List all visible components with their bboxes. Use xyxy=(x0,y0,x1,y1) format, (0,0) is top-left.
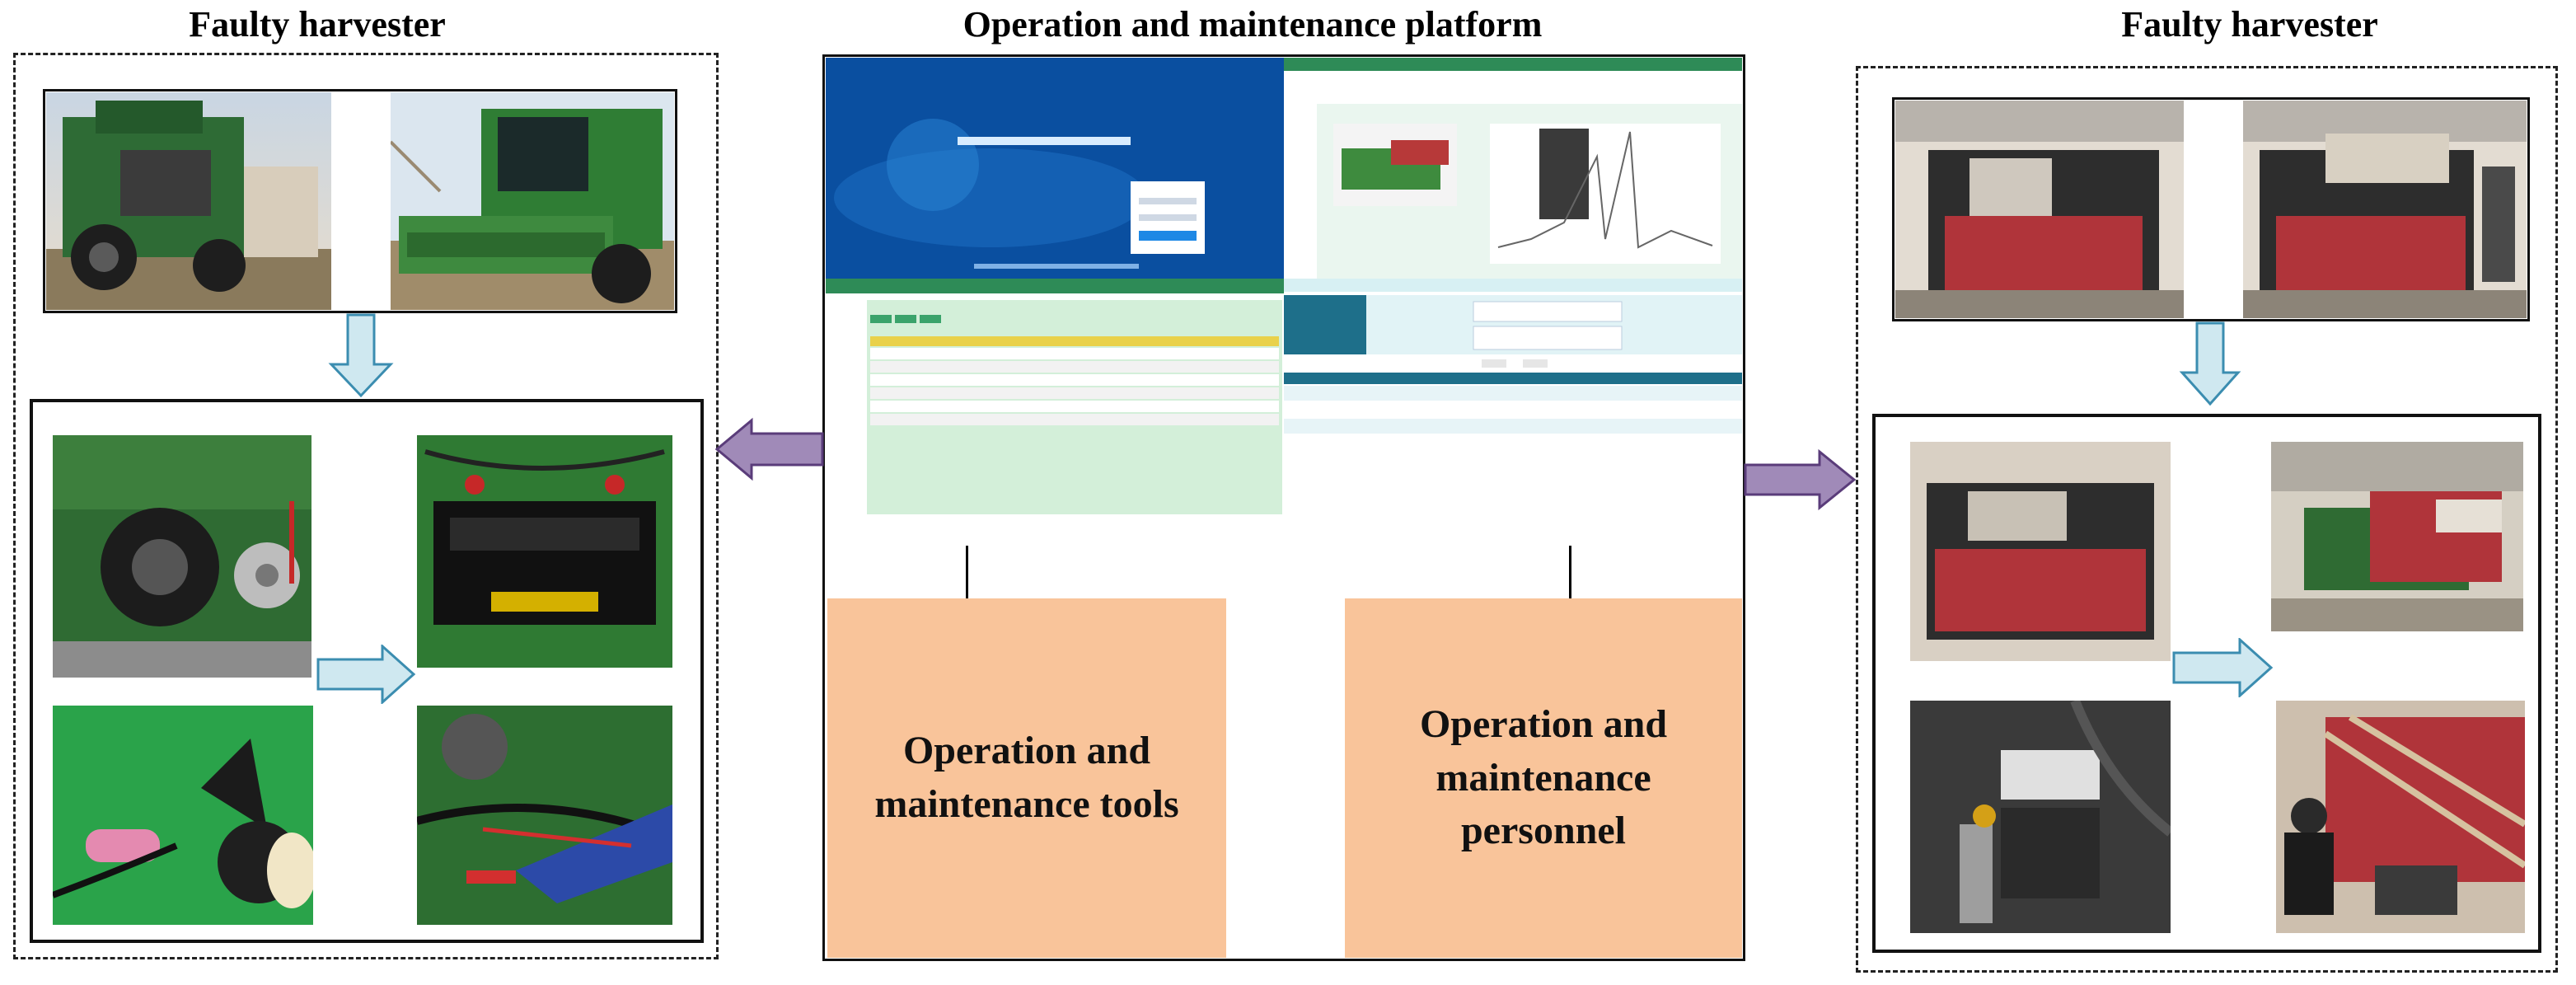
horn-photo xyxy=(53,706,313,925)
multimeter-test-photo xyxy=(417,706,672,925)
platform-login-screen xyxy=(826,58,1284,279)
red-harvester-closeup-photo xyxy=(1910,442,2171,661)
platform-chart-screen xyxy=(1284,58,1742,279)
right-title: Faulty harvester xyxy=(2121,4,2378,45)
left-down-arrow xyxy=(328,313,394,398)
battery-photo xyxy=(417,435,672,668)
personnel-box: Operation and maintenance personnel xyxy=(1345,598,1742,958)
platform-to-right-arrow xyxy=(1744,448,1857,511)
platform-table-screen xyxy=(826,279,1284,546)
sensor-meter-photo xyxy=(1910,701,2171,933)
left-inner-right-arrow xyxy=(316,645,416,704)
harvester-side-photo xyxy=(2271,442,2523,631)
left-title: Faulty harvester xyxy=(189,4,446,45)
tools-connector-line xyxy=(966,546,968,598)
right-dashed-frame xyxy=(1856,66,2558,973)
repair-worker-photo xyxy=(2276,701,2525,933)
red-harvester-photo-right xyxy=(2243,101,2527,318)
personnel-connector-line xyxy=(1569,546,1571,598)
left-dashed-frame xyxy=(13,53,719,959)
right-inner-right-arrow xyxy=(2172,638,2274,697)
platform-form-screen xyxy=(1284,279,1742,546)
harvester-photo-rear xyxy=(46,92,331,310)
right-down-arrow xyxy=(2179,321,2241,406)
tools-box: Operation and maintenance tools xyxy=(827,598,1226,958)
belt-pulley-photo xyxy=(53,435,311,678)
center-title: Operation and maintenance platform xyxy=(962,4,1543,45)
red-harvester-photo-left xyxy=(1895,101,2184,318)
platform-to-left-arrow xyxy=(714,417,824,481)
harvester-photo-front xyxy=(391,92,674,310)
